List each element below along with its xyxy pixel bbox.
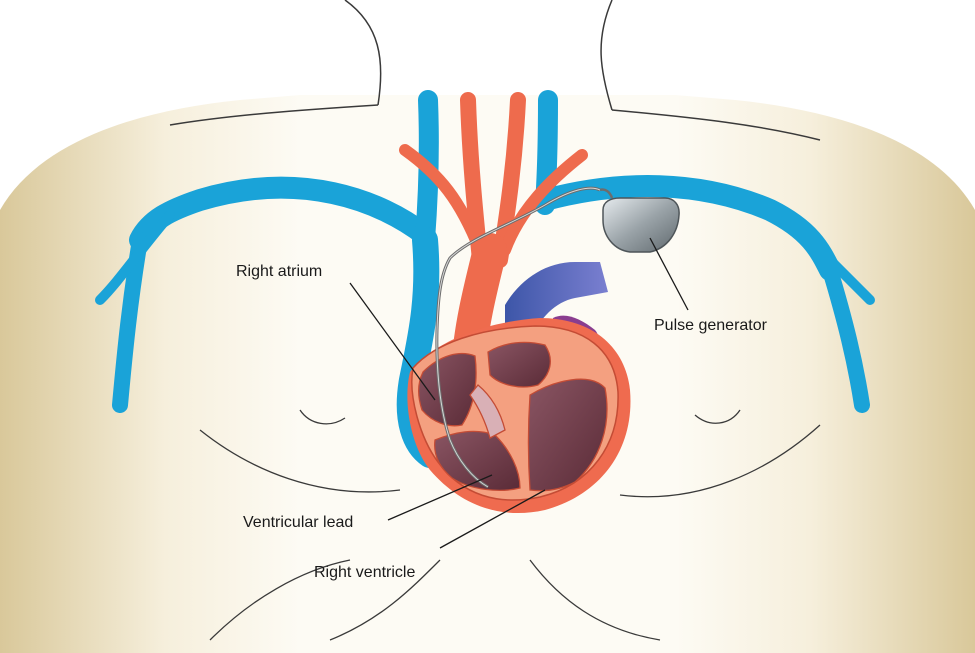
left-atrium-chamber xyxy=(488,342,550,387)
ventricular-lead-label: Ventricular lead xyxy=(243,514,353,531)
neck-left-outline xyxy=(345,0,381,105)
neck-right-outline xyxy=(601,0,612,110)
pulse-generator-device xyxy=(600,189,679,252)
right-ventricle-label: Right ventricle xyxy=(314,564,415,581)
right-shoulder xyxy=(675,95,975,653)
right-atrium-label: Right atrium xyxy=(236,263,322,280)
pulse-generator-label: Pulse generator xyxy=(654,317,768,334)
